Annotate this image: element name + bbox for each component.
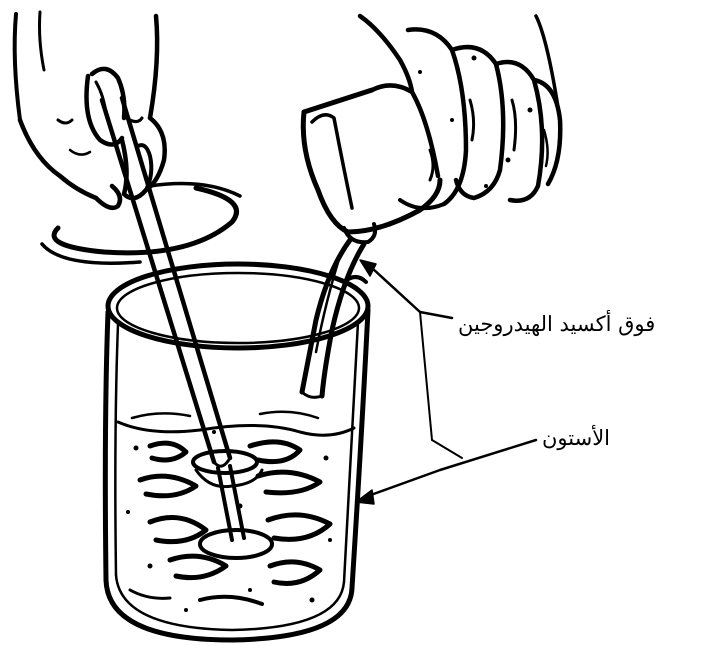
- label-hydrogen-peroxide: فوق أكسيد الهيدروجين: [458, 312, 655, 337]
- pointer-arrow-hydrogen-peroxide: [360, 260, 452, 440]
- right-hand-with-bottle: [303, 16, 560, 242]
- pointer-arrow-acetone: [356, 440, 536, 504]
- label-acetone: الأستون: [542, 426, 610, 451]
- acetone-liquid: [118, 412, 354, 612]
- left-hand: [15, 12, 165, 208]
